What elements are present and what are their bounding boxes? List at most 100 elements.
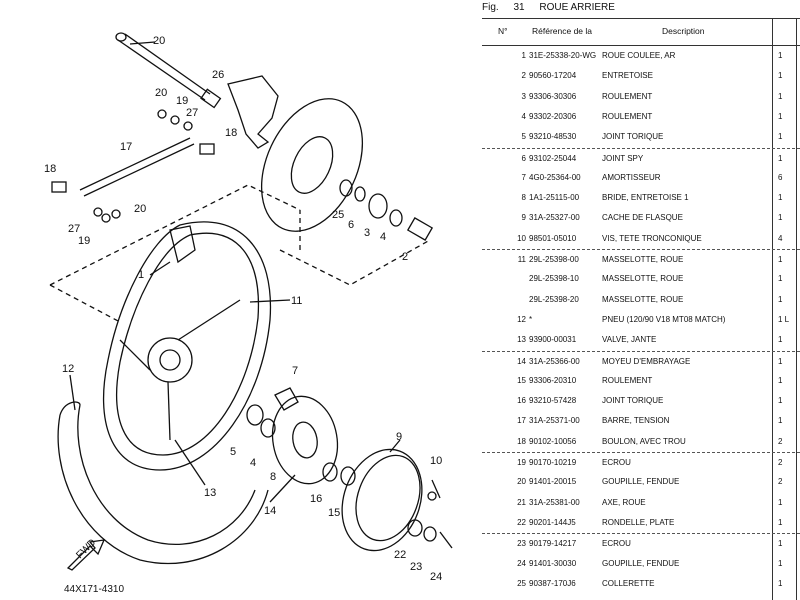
- callout-17: 17: [120, 141, 132, 153]
- table-header: N° Référence de la Description: [482, 18, 800, 46]
- description-cell: ENTRETOISE: [602, 71, 653, 81]
- part-number-cell: 3: [521, 91, 526, 101]
- reference-cell: 31A-25327-00: [529, 213, 580, 223]
- reference-cell: 93210-48530: [529, 132, 577, 142]
- fwd-arrow-icon: [66, 539, 106, 571]
- part-number-cell: 16: [517, 396, 526, 406]
- callout-25: 25: [332, 209, 344, 221]
- description-cell: BARRE, TENSION: [602, 416, 670, 426]
- tyre-part: [57, 401, 269, 565]
- table-row: 12* PNEU (120/90 V18 MT08 MATCH) 1 L: [482, 310, 800, 330]
- quantity-cell: 1: [778, 497, 783, 507]
- reference-cell: 93210-57428: [529, 396, 577, 406]
- callout-26: 26: [212, 69, 224, 81]
- reference-cell: 93306-30306: [529, 91, 577, 101]
- reference-cell: 90102-10056: [529, 436, 577, 446]
- callout-9: 9: [396, 431, 402, 443]
- quantity-cell: 1: [778, 294, 783, 304]
- quantity-cell: 1: [778, 91, 783, 101]
- quantity-cell: 1: [778, 539, 783, 549]
- drawing-code: 44X171-4310: [64, 584, 124, 595]
- table-row: 29L-25398-10 MASSELOTTE, ROUE 1: [482, 269, 800, 289]
- bolt-part: [199, 143, 215, 155]
- description-cell: AXE, ROUE: [602, 497, 646, 507]
- quantity-cell: 1: [778, 111, 783, 121]
- header-no: N°: [498, 26, 508, 36]
- quantity-cell: 6: [778, 172, 783, 182]
- part-number-cell: 9: [521, 213, 526, 223]
- reference-cell: 4G0-25364-00: [529, 172, 581, 182]
- callout-1: 1: [138, 269, 144, 281]
- description-cell: MASSELOTTE, ROUE: [602, 274, 684, 284]
- callout-27: 27: [186, 107, 198, 119]
- quantity-cell: 4: [778, 233, 783, 243]
- quantity-cell: 2: [778, 436, 783, 446]
- part-number-cell: 5: [521, 132, 526, 142]
- flange-cover-part: [341, 448, 423, 552]
- callout-27b: 27: [68, 223, 80, 235]
- part-number-cell: 6: [521, 153, 526, 163]
- callout-21: 20: [153, 35, 165, 47]
- quantity-cell: 1 L: [778, 314, 790, 324]
- header-ref: Référence de la: [532, 26, 593, 36]
- reference-cell: 29L-25398-10: [529, 274, 579, 284]
- description-cell: ROUE COULEE, AR: [602, 51, 676, 60]
- callout-4b: 4: [250, 457, 256, 469]
- quantity-cell: 1: [778, 558, 783, 568]
- quantity-cell: 1: [778, 153, 783, 163]
- reference-cell: 93900-00031: [529, 335, 577, 345]
- callout-labels: 20 26 20 19 27 18 17 18 20 27 19 25 6 3 …: [44, 35, 442, 595]
- quantity-cell: 1: [778, 193, 783, 203]
- reference-cell: *: [529, 314, 533, 324]
- callout-19b: 19: [78, 235, 90, 247]
- description-cell: PNEU (120/90 V18 MT08 MATCH): [602, 314, 726, 324]
- spacer-part: [406, 217, 434, 241]
- description-cell: AMORTISSEUR: [602, 172, 661, 182]
- quantity-cell: 2: [778, 477, 783, 487]
- axle-part: [115, 32, 222, 109]
- quantity-cell: 1: [778, 335, 783, 345]
- callout-19: 19: [176, 95, 188, 107]
- callout-12: 12: [62, 363, 74, 375]
- quantity-cell: 1: [778, 578, 783, 588]
- bolt-part: [51, 181, 67, 193]
- fig-number: 31: [513, 2, 525, 13]
- callout-3: 3: [364, 227, 370, 239]
- part-number-cell: 25: [517, 578, 526, 588]
- part-number-cell: 22: [517, 517, 526, 527]
- part-number-cell: 7: [521, 172, 526, 182]
- reference-cell: 31A-25381-00: [529, 497, 580, 507]
- figure-title: Fig. 31 ROUE ARRIERE: [482, 2, 627, 13]
- callout-2: 2: [402, 251, 408, 263]
- description-cell: BOULON, AVEC TROU: [602, 436, 686, 446]
- part-number-cell: 12: [517, 314, 526, 324]
- callout-22: 22: [394, 549, 406, 561]
- description-cell: ECROU: [602, 539, 631, 549]
- reference-cell: 90170-10219: [529, 458, 577, 467]
- part-number-cell: 10: [517, 233, 526, 243]
- quantity-cell: 1: [778, 517, 783, 527]
- quantity-cell: 1: [778, 255, 783, 264]
- reference-cell: 91401-20015: [529, 477, 577, 487]
- description-cell: JOINT TORIQUE: [602, 396, 664, 406]
- description-cell: ROULEMENT: [602, 91, 653, 101]
- callout-23: 23: [410, 561, 422, 573]
- reference-cell: 31E-25338-20-WG: [529, 51, 597, 60]
- part-number-cell: 18: [517, 436, 526, 446]
- description-cell: MASSELOTTE, ROUE: [602, 294, 684, 304]
- quantity-cell: 1: [778, 274, 783, 284]
- part-number-cell: 19: [517, 458, 526, 467]
- quantity-cell: 1: [778, 51, 783, 60]
